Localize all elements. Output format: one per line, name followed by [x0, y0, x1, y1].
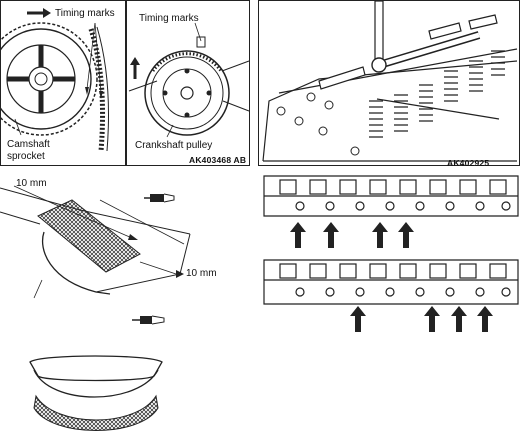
rocker-arm-drawing	[262, 0, 518, 162]
lower-cylinder-head	[263, 259, 519, 305]
camshaft-sprocket-label-line2: sprocket	[7, 151, 45, 162]
camshaft-sprocket-drawing	[0, 8, 110, 152]
timing-marks-label: Timing marks	[55, 8, 115, 19]
timing-marks-label: Timing marks	[139, 13, 199, 24]
figure-code: AK403468 AB	[189, 155, 247, 165]
valve-position-panel	[260, 170, 522, 440]
camshaft-sprocket-label: Camshaft	[7, 139, 50, 150]
rocker-arm-panel: AK402925	[258, 0, 520, 168]
lower-valve-arrows	[350, 306, 493, 332]
figure-code: AK402925	[447, 158, 490, 168]
camshaft-sprocket-panel: Timing marks Camshaft sprocket	[0, 0, 126, 166]
valve-position-drawing	[263, 175, 519, 332]
sealant-application-panel: 10 mm 10 mm	[0, 170, 255, 440]
sealant-application-drawing	[0, 185, 191, 431]
crankshaft-pulley-panel: Timing marks Crankshaft pulley AK403468 …	[126, 0, 250, 166]
dimension-label-top: 10 mm	[16, 178, 47, 189]
crankshaft-pulley-drawing	[128, 22, 250, 138]
upper-cylinder-head	[263, 175, 519, 217]
crankshaft-pulley-label: Crankshaft pulley	[135, 140, 213, 151]
upper-valve-arrows	[290, 222, 414, 248]
dimension-label-bottom: 10 mm	[186, 268, 217, 279]
